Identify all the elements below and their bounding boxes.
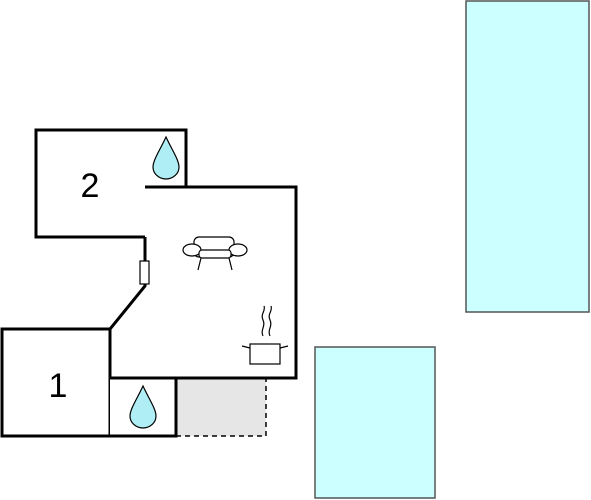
cooking-pot-icon [241,305,289,365]
room-2-label: 2 [81,167,100,205]
sofa-icon [182,236,248,271]
room-2 [34,128,145,239]
water-drop-icon [129,384,157,429]
pool-small [314,346,436,499]
room-1-label: 1 [49,367,68,405]
water-drop-icon [152,135,180,180]
pool-large [465,0,590,313]
terrace [176,378,267,437]
door-icon [139,260,150,285]
